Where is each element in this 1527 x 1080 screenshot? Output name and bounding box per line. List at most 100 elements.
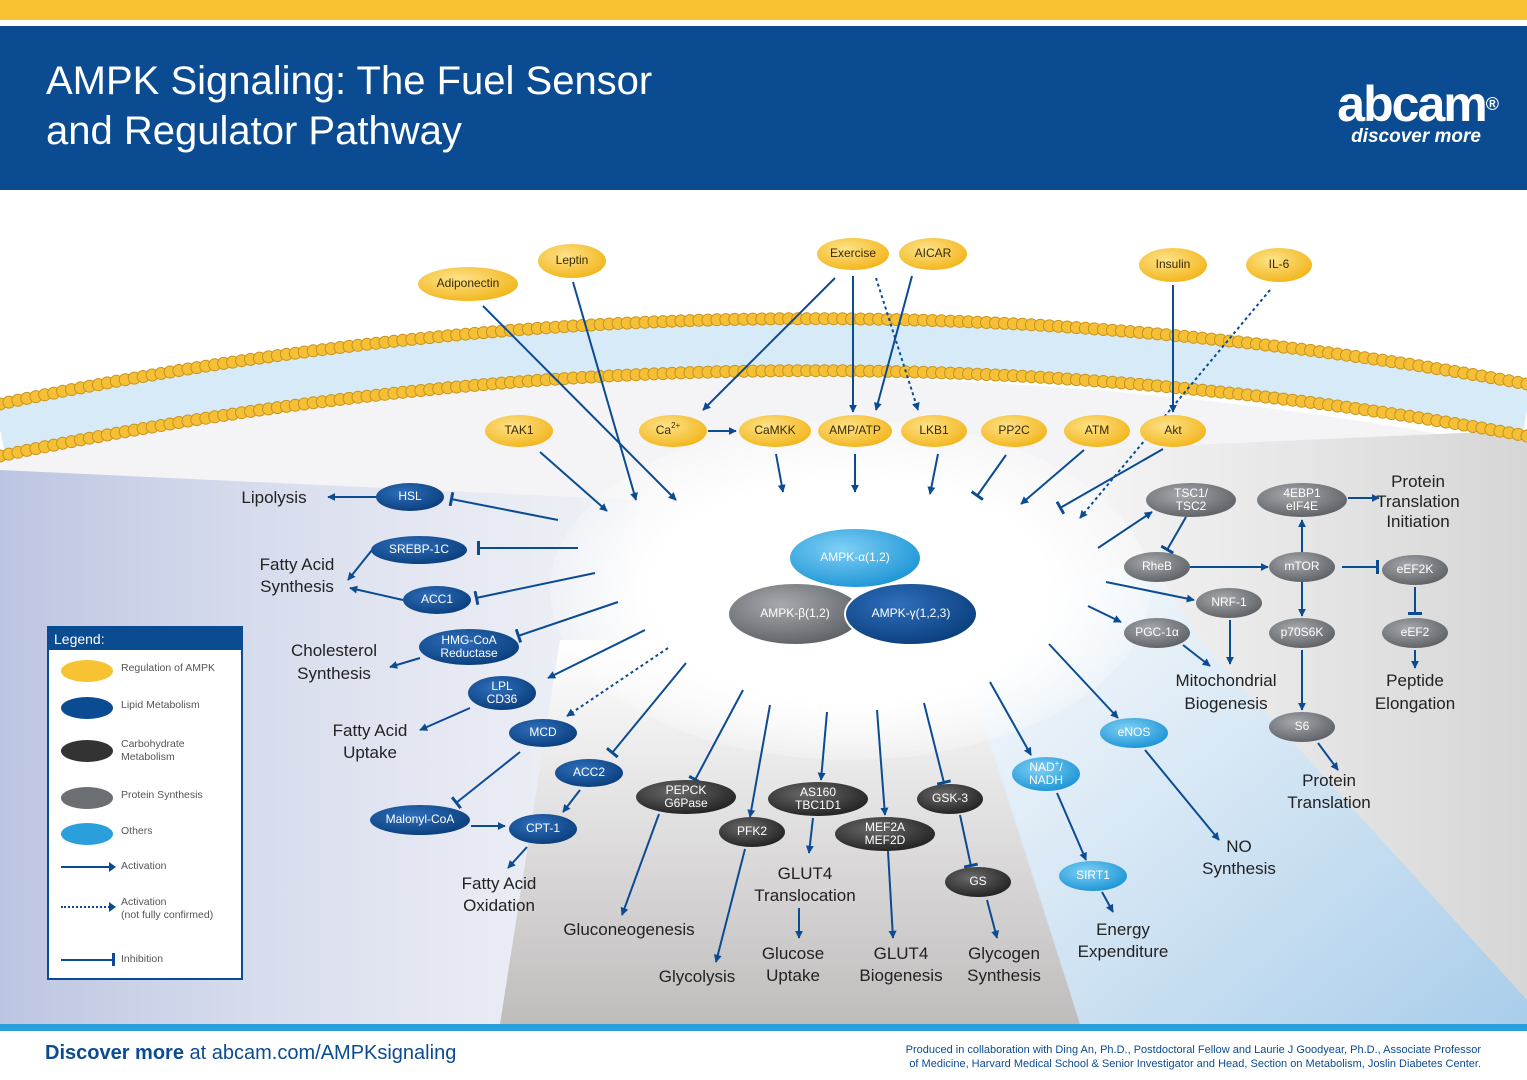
unconfirmed-activation-edge <box>566 647 669 717</box>
inhibition-edge <box>970 454 1007 501</box>
unconfirmed-activation-edge <box>1079 289 1271 519</box>
node-label: TSC1/ <box>1174 486 1209 500</box>
node-gs: GS <box>945 867 1011 897</box>
footer-discover-link[interactable]: Discover more at abcam.com/AMPKsignaling <box>45 1042 456 1065</box>
node-akt: Akt <box>1140 415 1206 447</box>
legend-panel: Legend: Regulation of AMPK Lipid Metabol… <box>47 626 243 980</box>
node-label: G6Pase <box>664 796 708 810</box>
node-insulin: Insulin <box>1139 248 1207 282</box>
node-label: Leptin <box>556 253 589 267</box>
node-enos: eNOS <box>1100 718 1168 748</box>
legend-swatch-carbohydrate <box>61 740 113 762</box>
legend-swatch-regulation <box>61 660 113 682</box>
node-ampk-alpha: AMPK-α(1,2) <box>788 527 922 589</box>
credit-line-2: of Medicine, Harvard Medical School & Se… <box>909 1058 1481 1070</box>
node-il6: IL-6 <box>1246 248 1312 282</box>
node-label: mTOR <box>1284 559 1319 573</box>
node-mtor: mTOR <box>1269 552 1335 582</box>
title-line-1: AMPK Signaling: The Fuel Sensor <box>46 59 653 103</box>
output-cholesterol-synthesis-2: Synthesis <box>297 664 371 683</box>
activation-edge <box>349 585 404 601</box>
node-pp2c: PP2C <box>981 415 1047 447</box>
membrane-lipid-bead <box>1520 377 1527 391</box>
legend-item-protein: Protein Synthesis <box>59 781 234 811</box>
node-ampk-beta: AMPK-β(1,2) <box>727 582 863 646</box>
node-label: AMPK-γ(1,2,3) <box>872 606 951 620</box>
legend-label: Others <box>121 825 153 837</box>
node-label: ATM <box>1085 423 1109 437</box>
output-glucose-uptake-2: Uptake <box>766 966 820 985</box>
node-label: TSC2 <box>1176 499 1207 513</box>
activation-edge <box>547 629 646 679</box>
pathway-outputs: Lipolysis Fatty Acid Synthesis Cholester… <box>241 472 1459 986</box>
activation-edge <box>1144 749 1220 841</box>
node-label: IL-6 <box>1269 257 1290 271</box>
inhibition-edge <box>514 601 619 643</box>
activation-edge <box>1056 792 1087 861</box>
output-fatty-acid-oxidation-2: Oxidation <box>463 896 535 915</box>
node-label: ACC1 <box>421 592 453 606</box>
node-label: AICAR <box>915 246 952 260</box>
footer-stripe <box>0 1024 1527 1031</box>
output-fatty-acid-uptake-1: Fatty Acid <box>333 721 408 740</box>
node-label: PGC-1α <box>1135 625 1179 639</box>
output-glucose-uptake-1: Glucose <box>762 944 824 963</box>
node-label: PP2C <box>998 423 1030 437</box>
node-sirt1: SIRT1 <box>1059 861 1127 891</box>
activation-edge <box>572 281 638 501</box>
output-peptide-elongation-2: Elongation <box>1375 694 1455 713</box>
node-adiponectin: Adiponectin <box>418 267 518 301</box>
output-glycolysis: Glycolysis <box>659 967 736 986</box>
activation-edge <box>747 704 771 818</box>
activation-edge <box>1087 605 1122 623</box>
legend-item-others: Others <box>59 817 234 847</box>
legend-swatch-others <box>61 823 113 845</box>
output-cholesterol-synthesis-1: Cholesterol <box>291 641 377 660</box>
brand-tagline: discover more <box>1351 126 1481 147</box>
page-title: AMPK Signaling: The Fuel Sensor and Regu… <box>46 56 652 156</box>
node-label: LKB1 <box>919 423 949 437</box>
title-line-2: and Regulator Pathway <box>46 109 462 153</box>
activation-edge <box>1048 643 1119 719</box>
output-energy-expenditure-2: Expenditure <box>1078 942 1169 961</box>
node-s6: S6 <box>1269 712 1335 742</box>
legend-item-inhibition: Inhibition <box>59 945 234 975</box>
activation-edge <box>874 275 913 411</box>
node-label: LPL <box>491 679 513 693</box>
activation-edge <box>1105 581 1195 603</box>
nad-slash: / <box>1059 760 1063 774</box>
output-mitochondrial-biogenesis-1: Mitochondrial <box>1175 671 1276 690</box>
top-stripe <box>0 0 1527 20</box>
activation-edge <box>507 846 528 869</box>
node-label: S6 <box>1295 719 1310 733</box>
node-label: SREBP-1C <box>389 542 449 556</box>
brand-name: abcam <box>1337 76 1487 132</box>
activation-edge <box>1101 891 1114 913</box>
legend-inhibition-line <box>61 959 113 961</box>
node-label: MCD <box>529 725 557 739</box>
legend-item-regulation: Regulation of AMPK <box>59 654 234 684</box>
arrow-head-icon <box>109 902 116 912</box>
activation-edge <box>702 277 836 411</box>
node-label: MEF2A <box>865 820 905 834</box>
node-label: NRF-1 <box>1211 595 1247 609</box>
node-label: Akt <box>1164 423 1182 437</box>
discover-url: at abcam.com/AMPKsignaling <box>183 1042 457 1064</box>
node-nrf1: NRF-1 <box>1196 588 1262 618</box>
node-label: TAK1 <box>504 423 533 437</box>
node-label: NADH <box>1029 773 1063 787</box>
ca-superscript: 2+ <box>671 421 680 430</box>
node-leptin: Leptin <box>538 244 606 278</box>
node-label: GSK-3 <box>932 791 968 805</box>
node-label: HSL <box>398 489 422 503</box>
node-label: AMPK-β(1,2) <box>760 606 830 620</box>
node-label: AMP/ATP <box>829 423 881 437</box>
node-ca2: Ca2+ <box>639 415 707 447</box>
legend-item-activation-nc: Activation(not fully confirmed) <box>59 892 234 922</box>
